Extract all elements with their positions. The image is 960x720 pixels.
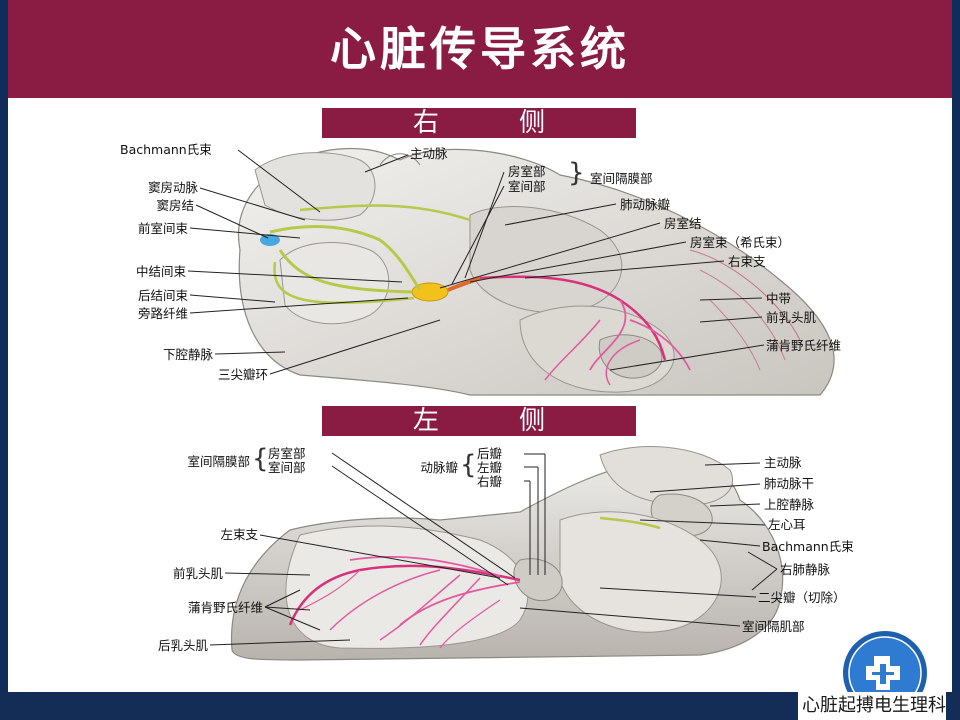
right-leader-lines: [187, 149, 765, 375]
left-heart-drawing: [230, 446, 784, 661]
label-iv-part: 室间部: [268, 460, 306, 475]
brace-left-septum: {: [252, 444, 269, 474]
label-tricuspid-ring: 三尖瓣环: [217, 367, 268, 382]
label-ivc: 下腔静脉: [162, 347, 213, 362]
footer-department: 心脏起搏电生理科: [798, 692, 946, 720]
label-septum-membranous-left: 室间隔膜部: [187, 454, 250, 469]
label-aortic-valve: 动脉瓣: [420, 460, 458, 475]
label-bypass-fibers: 旁路纤维: [137, 306, 188, 321]
left-leader-lines: [209, 452, 778, 646]
label-bachmann-left: Bachmann氏束: [762, 539, 854, 554]
label-septum-muscular: 室间隔肌部: [742, 619, 805, 634]
label-aorta-left: 主动脉: [764, 455, 802, 470]
label-purkinje-right: 蒲肯野氏纤维: [766, 338, 842, 353]
label-av-part: 房室部: [268, 446, 306, 461]
right-edge-bar: [952, 0, 960, 720]
label-membranous-iv: 室间部: [508, 179, 546, 194]
label-left-bundle: 左束支: [220, 527, 258, 542]
label-sa-node: 窦房结: [156, 198, 194, 213]
label-av-node: 房室结: [664, 216, 702, 231]
label-sa-artery: 窦房动脉: [147, 180, 198, 195]
section-heading-right: 右 侧: [322, 108, 636, 138]
label-pulm-valve: 肺动脉瓣: [620, 197, 671, 212]
section-heading-left: 左 侧: [322, 406, 636, 436]
left-edge-bar: [0, 0, 8, 720]
label-ant-papillary-left: 前乳头肌: [172, 566, 223, 581]
label-left-cusp: 左瓣: [477, 460, 503, 475]
page-title: 心脏传导系统: [330, 22, 630, 76]
label-right-cusp: 右瓣: [477, 474, 503, 489]
label-membranous-av: 房室部: [508, 164, 546, 179]
label-bachmann-right: Bachmann氏束: [120, 142, 212, 157]
label-his-bundle: 房室束（希氏束）: [690, 235, 791, 250]
brace-aortic-valve: {: [460, 450, 477, 480]
label-mid-internodal: 中结间束: [135, 264, 186, 279]
label-post-internodal: 后结间束: [137, 288, 188, 303]
brace-right: }: [568, 158, 585, 188]
label-pulm-trunk: 肺动脉干: [764, 476, 815, 491]
label-post-papillary: 后乳头肌: [157, 638, 208, 653]
label-right-pulm-veins: 右肺静脉: [780, 562, 831, 577]
label-membranous-septum: 室间隔膜部: [590, 171, 653, 186]
label-mitral-valve: 二尖瓣（切除）: [758, 590, 846, 605]
label-right-bundle: 右束支: [728, 254, 766, 269]
label-svc: 上腔静脉: [764, 497, 815, 512]
label-aorta-right: 主动脉: [410, 146, 448, 161]
right-heart-drawing: [237, 147, 835, 396]
label-posterior-cusp: 后瓣: [477, 446, 503, 461]
label-purkinje-left: 蒲肯野氏纤维: [187, 600, 263, 615]
label-left-auricle: 左心耳: [768, 517, 806, 532]
label-moderator-band: 中带: [766, 291, 792, 306]
title-banner: 心脏传导系统: [8, 0, 952, 98]
label-ant-internodal: 前室间束: [137, 221, 188, 236]
label-ant-papillary-right: 前乳头肌: [766, 310, 817, 325]
